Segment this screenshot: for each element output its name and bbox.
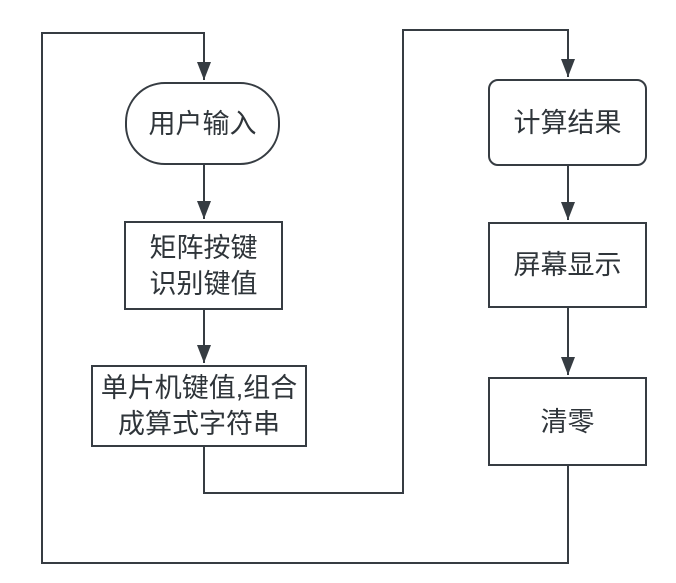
node-calc-result-label: 计算结果 [513, 107, 622, 138]
node-matrix-keypad-label: 矩阵按键 识别键值 [149, 232, 258, 299]
node-calc-result: 计算结果 [488, 79, 647, 166]
edge-mcu-string-to-calc-result [203, 29, 575, 494]
node-mcu-string: 单片机键值,组合 成算式字符串 [91, 365, 307, 447]
node-user-input-label: 用户输入 [148, 108, 257, 139]
node-matrix-keypad: 矩阵按键 识别键值 [124, 221, 283, 310]
node-clear-zero: 清零 [488, 377, 647, 466]
node-screen-display: 屏幕显示 [488, 222, 647, 308]
node-mcu-string-label: 单片机键值,组合 成算式字符串 [100, 373, 298, 439]
node-clear-zero-label: 清零 [540, 406, 595, 437]
edge-clear-zero-to-user-input [41, 32, 569, 564]
node-screen-display-label: 屏幕显示 [513, 250, 622, 280]
node-user-input: 用户输入 [125, 82, 280, 165]
